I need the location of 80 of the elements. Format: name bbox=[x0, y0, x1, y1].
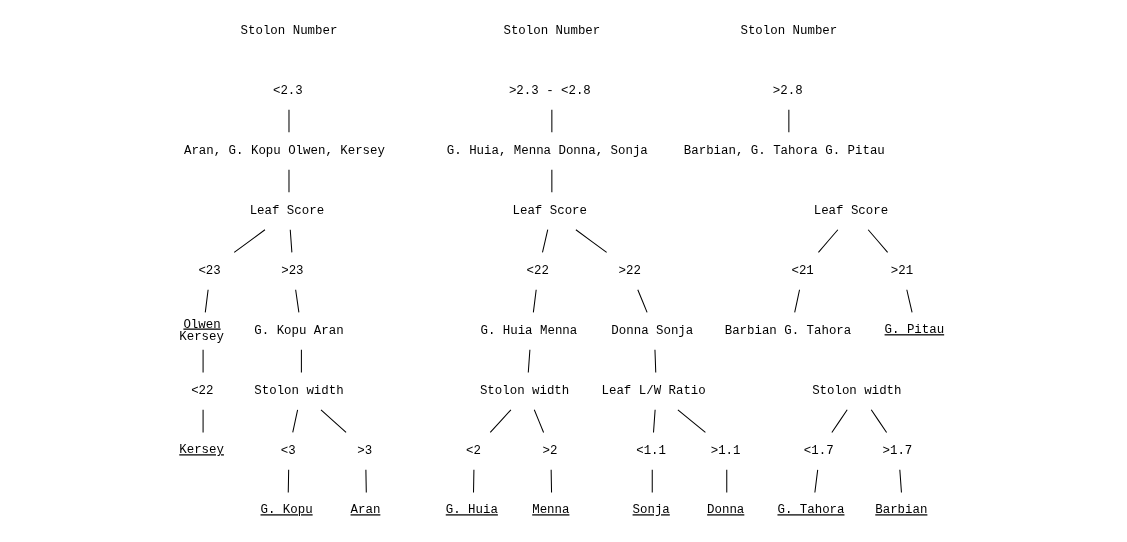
node-text: Stolon width bbox=[479, 384, 570, 399]
connector bbox=[814, 469, 819, 493]
node-text: >2 bbox=[542, 444, 558, 459]
node-text: <2.3 bbox=[272, 84, 303, 99]
node-text: Leaf Score bbox=[249, 204, 325, 219]
node-text: >2.3 - <2.8 bbox=[508, 84, 591, 99]
connector bbox=[473, 469, 475, 493]
node-text: Barbian G. Tahora bbox=[724, 324, 852, 339]
node-text: G. Huia, Menna Donna, Sonja bbox=[446, 144, 648, 159]
connector bbox=[906, 289, 913, 313]
node-text: <2 bbox=[465, 444, 481, 459]
connector bbox=[899, 469, 902, 493]
node-text: Olwen Kersey bbox=[179, 317, 224, 344]
node-text: Donna Sonja bbox=[611, 324, 694, 339]
node-text: Menna bbox=[532, 503, 570, 518]
node-text: Aran bbox=[350, 503, 381, 518]
connector bbox=[726, 469, 728, 493]
node-text: G. Tahora bbox=[777, 503, 845, 518]
node-text: >1.1 bbox=[710, 444, 741, 459]
node-text: <1.1 bbox=[636, 444, 666, 459]
node-text: G. Huia Menna bbox=[480, 324, 578, 339]
node-text: G. Kopu Aran bbox=[254, 324, 344, 339]
node-text: >23 bbox=[281, 264, 304, 279]
connector bbox=[867, 229, 889, 253]
node-text: <3 bbox=[280, 444, 296, 459]
node-text: Barbian bbox=[875, 503, 928, 518]
connector bbox=[550, 469, 553, 493]
connector bbox=[532, 289, 537, 313]
node-text: Donna bbox=[707, 503, 745, 518]
connector bbox=[295, 289, 300, 313]
node-text: >3 bbox=[357, 444, 373, 459]
connector bbox=[289, 229, 293, 253]
node-text: G. Kopu bbox=[260, 503, 313, 518]
connector bbox=[637, 289, 648, 313]
connector bbox=[300, 349, 302, 373]
connector bbox=[651, 469, 653, 493]
connector bbox=[817, 229, 839, 253]
node-text: Stolon width bbox=[812, 384, 902, 399]
connector bbox=[287, 469, 290, 493]
connector bbox=[575, 229, 608, 253]
node-text: <23 bbox=[198, 264, 221, 279]
connector bbox=[794, 289, 801, 313]
node-text: G. Pitau bbox=[884, 323, 945, 338]
connector bbox=[551, 169, 553, 193]
connector bbox=[654, 349, 657, 373]
node-text: Leaf Score bbox=[813, 204, 889, 219]
label: Stolon Number bbox=[503, 24, 601, 39]
connector bbox=[541, 229, 549, 253]
node-text: G. Huia bbox=[445, 503, 498, 518]
node-text: >1.7 bbox=[882, 444, 913, 459]
connector bbox=[527, 349, 531, 373]
connector bbox=[870, 409, 888, 433]
connector bbox=[204, 289, 209, 313]
connector bbox=[533, 409, 545, 433]
connector bbox=[551, 109, 553, 133]
connector bbox=[320, 409, 347, 433]
node-text: Sonja bbox=[632, 503, 670, 518]
connector bbox=[233, 229, 266, 253]
node-text: Leaf Score bbox=[512, 204, 587, 219]
label: Stolon Number bbox=[740, 24, 838, 39]
connector bbox=[677, 409, 706, 433]
node-text: >22 bbox=[618, 264, 641, 279]
node-text: <21 bbox=[791, 264, 814, 279]
node-text: Leaf L/W Ratio bbox=[601, 384, 706, 399]
connector bbox=[653, 409, 656, 433]
node-text: Stolon width bbox=[254, 384, 344, 399]
node-text: >2.8 bbox=[772, 84, 803, 99]
connector bbox=[292, 409, 299, 433]
connector bbox=[365, 469, 367, 493]
connector bbox=[788, 109, 790, 133]
node-text: >21 bbox=[890, 264, 914, 279]
node-text: <1.7 bbox=[803, 444, 834, 459]
connector bbox=[831, 409, 848, 433]
node-text: <22 bbox=[526, 264, 549, 279]
node-text: <22 bbox=[191, 384, 214, 399]
label: Stolon Number bbox=[240, 24, 338, 39]
node-text: Kersey bbox=[179, 443, 224, 458]
node-text: Barbian, G. Tahora G. Pitau bbox=[683, 144, 885, 159]
connector bbox=[489, 409, 512, 433]
node-text: Aran, G. Kopu Olwen, Kersey bbox=[183, 144, 385, 159]
